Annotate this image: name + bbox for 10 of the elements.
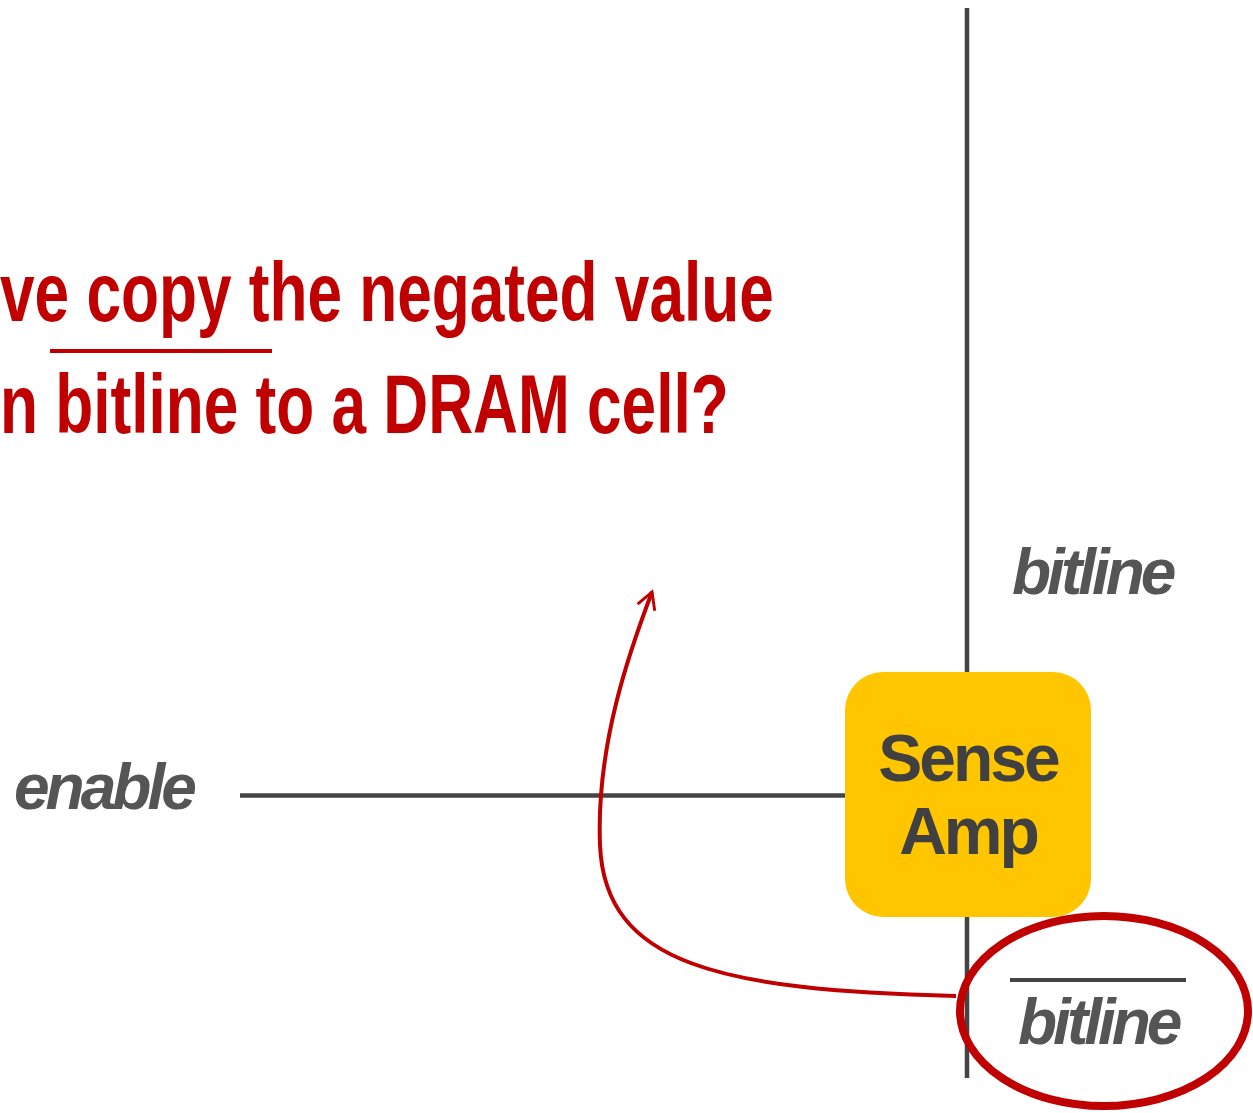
signal-label: bitline [1012, 540, 1173, 604]
signal-label: enable [14, 752, 214, 822]
arrow [597, 590, 957, 998]
wire [240, 793, 845, 798]
sense-amp-box: Sense Amp [845, 672, 1091, 917]
highlight-ellipse [956, 912, 1252, 1110]
wire [964, 917, 970, 1078]
negated-signal-label: bitline [1010, 978, 1187, 1052]
wire [964, 8, 970, 672]
question-text: n bitline to a DRAM cell? [0, 362, 729, 446]
